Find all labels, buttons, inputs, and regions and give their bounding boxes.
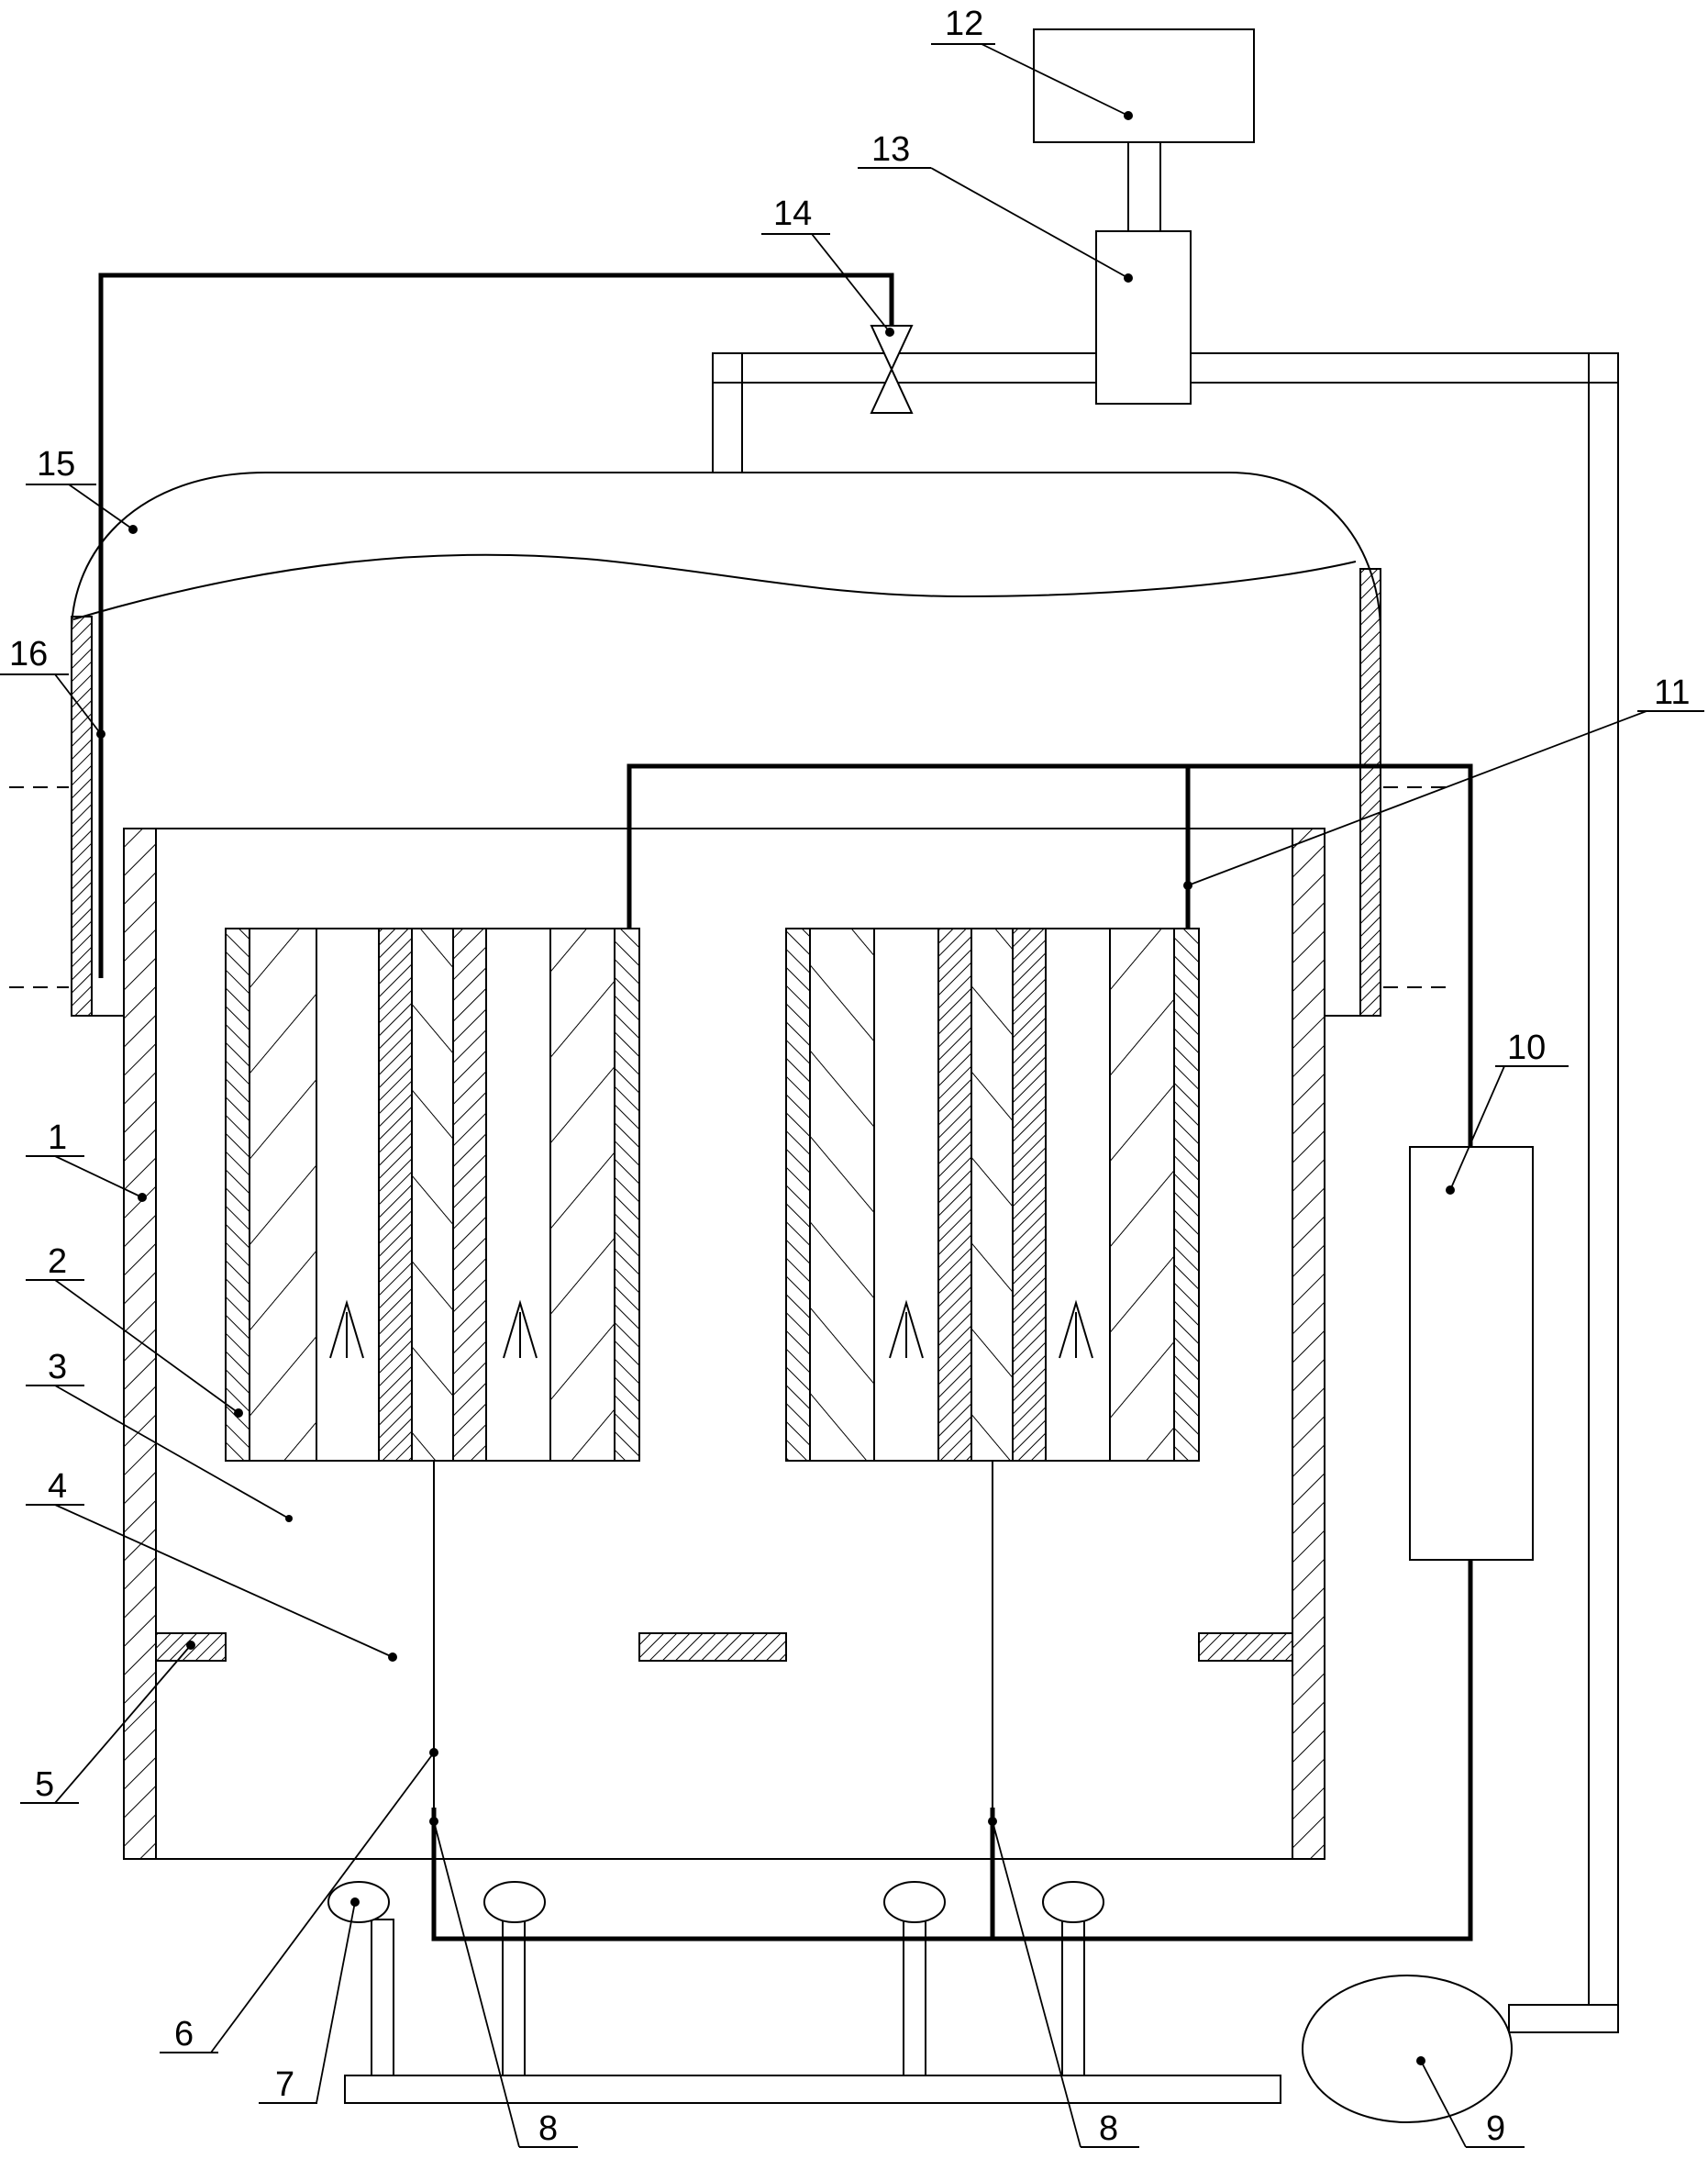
electrode-right	[785, 928, 1200, 1462]
electrode-left	[225, 928, 640, 1462]
label-12: 12	[945, 5, 983, 43]
gas-sensor	[1095, 141, 1192, 405]
label-16: 16	[9, 635, 48, 673]
label-8-left: 8	[538, 2109, 558, 2148]
outer-vessel	[123, 828, 1325, 1860]
label-7: 7	[275, 2065, 294, 2104]
leader-lines	[54, 43, 1647, 2148]
label-15: 15	[37, 445, 75, 484]
label-9: 9	[1486, 2109, 1505, 2148]
monitor-unit	[1033, 28, 1255, 143]
label-2: 2	[48, 1242, 67, 1281]
label-8-right: 8	[1099, 2109, 1118, 2148]
label-5: 5	[35, 1765, 54, 1804]
label-11: 11	[1654, 673, 1690, 712]
wiring	[431, 763, 1473, 1942]
power-supply	[1409, 1146, 1534, 1561]
label-4: 4	[48, 1467, 67, 1506]
label-14: 14	[773, 195, 812, 233]
part-labels: 1 2 3 4 5 6 7 8 8 9 10 11 12 13 14 15 16	[0, 5, 1704, 2148]
support-plates	[155, 1632, 1293, 1662]
valve	[870, 325, 914, 414]
label-6: 6	[174, 2015, 194, 2053]
label-3: 3	[48, 1348, 67, 1386]
bottom-manifold	[327, 1881, 1513, 2123]
label-13: 13	[871, 130, 910, 169]
label-1: 1	[48, 1118, 67, 1157]
leader-dots	[96, 111, 1455, 2065]
label-10: 10	[1507, 1029, 1546, 1067]
